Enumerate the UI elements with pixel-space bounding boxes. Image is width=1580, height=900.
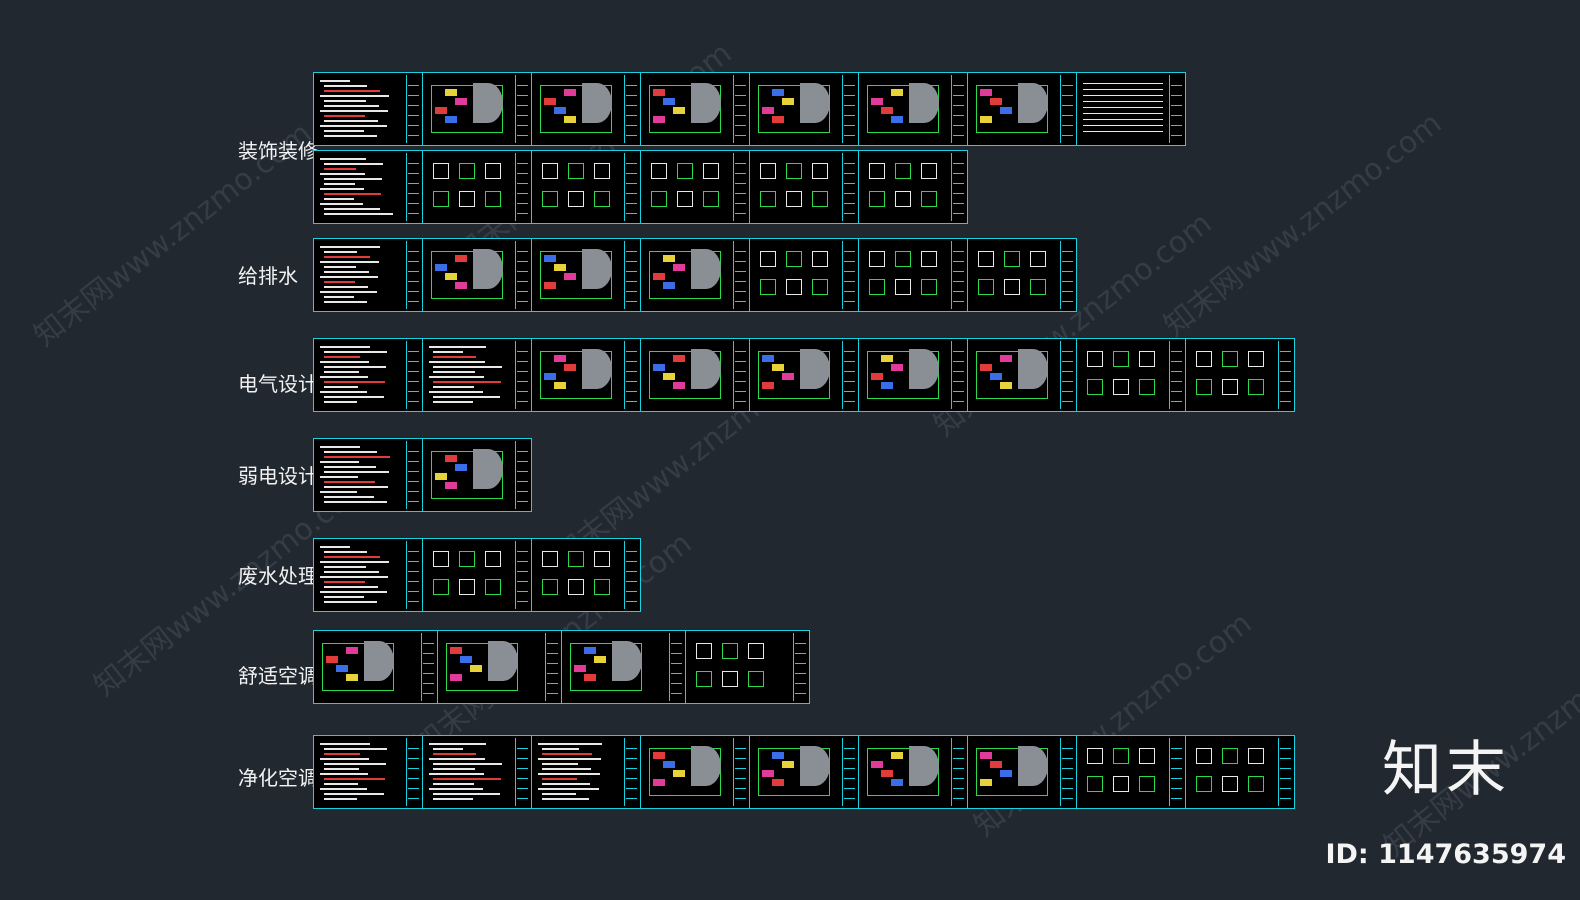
drawing-sheet[interactable]	[531, 338, 641, 412]
row-label: 废水处理	[238, 564, 318, 588]
drawing-sheet[interactable]	[313, 150, 423, 224]
image-id: ID: 1147635974	[1325, 839, 1566, 870]
drawing-sheet[interactable]	[1076, 735, 1186, 809]
drawing-sheet[interactable]	[561, 630, 686, 704]
drawing-sheet[interactable]	[313, 538, 423, 612]
drawing-sheet[interactable]	[685, 630, 810, 704]
drawing-sheet[interactable]	[967, 338, 1077, 412]
row-label: 给排水	[238, 264, 298, 288]
drawing-sheet[interactable]	[967, 735, 1077, 809]
drawing-sheet[interactable]	[1185, 338, 1295, 412]
drawing-sheet[interactable]	[640, 150, 750, 224]
drawing-sheet[interactable]	[1185, 735, 1295, 809]
row-label: 净化空调	[238, 766, 318, 790]
drawing-sheet[interactable]	[749, 338, 859, 412]
drawing-sheet[interactable]	[749, 72, 859, 146]
drawing-sheet[interactable]	[437, 630, 562, 704]
brand-logo: 知末	[1382, 735, 1510, 805]
row-label: 舒适空调	[238, 664, 318, 688]
drawing-sheet[interactable]	[313, 735, 423, 809]
drawing-sheet[interactable]	[422, 150, 532, 224]
drawing-sheet[interactable]	[640, 735, 750, 809]
drawing-sheet[interactable]	[749, 238, 859, 312]
drawing-sheet[interactable]	[858, 735, 968, 809]
drawing-sheet[interactable]	[313, 238, 423, 312]
drawing-sheet[interactable]	[531, 238, 641, 312]
drawing-sheet[interactable]	[1076, 72, 1186, 146]
drawing-sheet[interactable]	[858, 238, 968, 312]
drawing-sheet[interactable]	[531, 72, 641, 146]
drawing-sheet[interactable]	[422, 438, 532, 512]
drawing-sheet[interactable]	[749, 735, 859, 809]
drawing-sheet[interactable]	[640, 72, 750, 146]
drawing-sheet[interactable]	[422, 538, 532, 612]
drawing-sheet[interactable]	[967, 72, 1077, 146]
drawing-sheet[interactable]	[531, 735, 641, 809]
drawing-sheet[interactable]	[422, 72, 532, 146]
drawing-sheet[interactable]	[313, 630, 438, 704]
drawing-sheet[interactable]	[640, 238, 750, 312]
row-label: 电气设计	[238, 372, 318, 396]
drawing-sheet[interactable]	[531, 150, 641, 224]
drawing-sheet[interactable]	[422, 338, 532, 412]
drawing-sheet[interactable]	[531, 538, 641, 612]
drawing-sheet[interactable]	[313, 72, 423, 146]
drawing-sheet[interactable]	[640, 338, 750, 412]
row-label: 装饰装修	[238, 139, 318, 163]
drawing-sheet[interactable]	[313, 338, 423, 412]
drawing-sheet[interactable]	[422, 238, 532, 312]
row-label: 弱电设计	[238, 464, 318, 488]
drawing-sheet[interactable]	[858, 72, 968, 146]
drawing-sheet[interactable]	[749, 150, 859, 224]
drawing-sheet[interactable]	[1076, 338, 1186, 412]
drawing-sheet[interactable]	[858, 338, 968, 412]
drawing-sheet[interactable]	[313, 438, 423, 512]
drawing-sheet[interactable]	[422, 735, 532, 809]
drawing-sheet[interactable]	[967, 238, 1077, 312]
drawing-sheet[interactable]	[858, 150, 968, 224]
